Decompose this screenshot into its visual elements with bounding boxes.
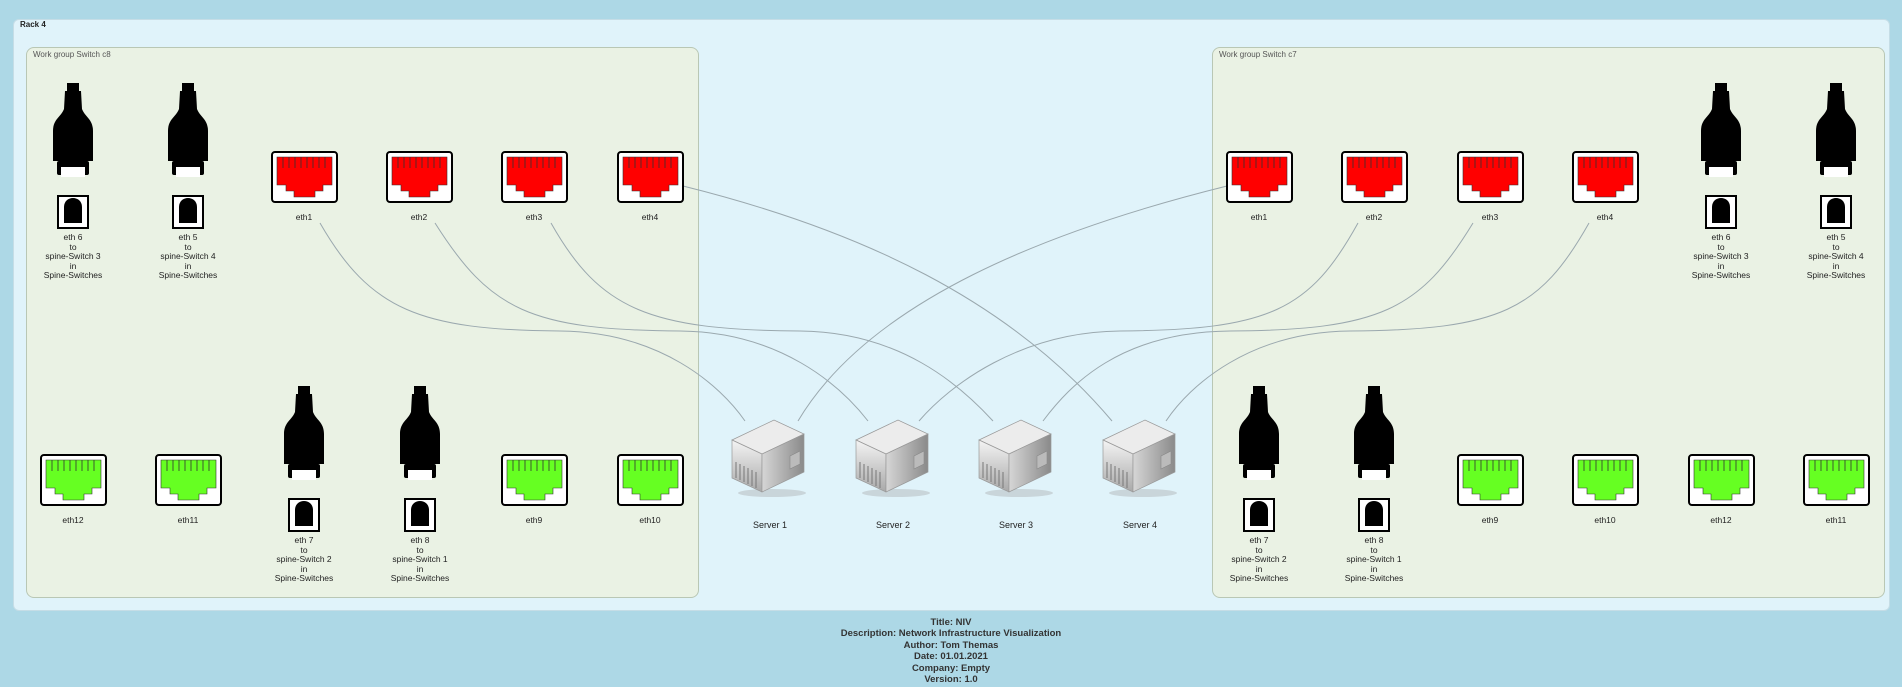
port-eth9-c8[interactable] — [501, 454, 568, 506]
uplink-eth7-c8-label: eth 7 to spine-Switch 2 in Spine-Switche… — [274, 535, 334, 583]
port-eth4-c8[interactable] — [617, 151, 684, 203]
port-eth1-c7-label: eth1 — [1250, 212, 1268, 222]
uplink-eth6-c7-label: eth 6 to spine-Switch 3 in Spine-Switche… — [1691, 232, 1751, 280]
port-eth3-c7-label: eth3 — [1481, 212, 1499, 222]
server-2-label: Server 2 — [875, 520, 910, 530]
port-eth10-c7-label: eth10 — [1594, 515, 1616, 525]
port-eth3-c7[interactable] — [1457, 151, 1524, 203]
port-eth2-c8[interactable] — [386, 151, 453, 203]
port-eth3-c8[interactable] — [501, 151, 568, 203]
uplink-eth5-c7[interactable] — [1812, 83, 1860, 229]
uplink-eth5-c8-label: eth 5 to spine-Switch 4 in Spine-Switche… — [158, 232, 218, 280]
uplink-eth8-c7[interactable] — [1350, 386, 1398, 532]
footer-title: Title: NIV — [930, 617, 972, 628]
footer-date: Date: 01.01.2021 — [914, 651, 988, 663]
uplink-eth5-c8[interactable] — [164, 83, 212, 229]
server-3-label: Server 3 — [998, 520, 1033, 530]
uplink-eth6-c8-label: eth 6 to spine-Switch 3 in Spine-Switche… — [43, 232, 103, 280]
cable-c7-eth3-server3 — [1042, 222, 1474, 422]
footer-company: Company: Empty — [911, 662, 991, 674]
server-4[interactable] — [1101, 418, 1179, 498]
port-eth2-c7[interactable] — [1341, 151, 1408, 203]
port-eth1-c8[interactable] — [271, 151, 338, 203]
port-eth11-c7[interactable] — [1803, 454, 1870, 506]
port-eth12-c7-label: eth12 — [1710, 515, 1732, 525]
footer-author: Author: Tom Themas — [903, 639, 999, 651]
cable-c7-eth4-server4 — [1165, 222, 1590, 422]
uplink-eth8-c8-label: eth 8 to spine-Switch 1 in Spine-Switche… — [390, 535, 450, 583]
uplink-eth6-c7[interactable] — [1697, 83, 1745, 229]
port-eth2-c7-label: eth2 — [1365, 212, 1383, 222]
server-3[interactable] — [977, 418, 1055, 498]
port-eth3-c8-label: eth3 — [525, 212, 543, 222]
workgroup-label-c8: Work group Switch c8 — [33, 50, 111, 59]
cable-c7-eth2-server2 — [918, 222, 1359, 422]
footer-version: Version: 1.0 — [924, 674, 978, 686]
diagram-info: Title: NIV Description: Network Infrastr… — [0, 617, 1902, 685]
port-eth11-c8[interactable] — [155, 454, 222, 506]
port-eth4-c7[interactable] — [1572, 151, 1639, 203]
port-eth10-c7[interactable] — [1572, 454, 1639, 506]
port-eth2-c8-label: eth2 — [410, 212, 428, 222]
workgroup-label-c7: Work group Switch c7 — [1219, 50, 1297, 59]
port-eth10-c8[interactable] — [617, 454, 684, 506]
port-eth9-c7-label: eth9 — [1481, 515, 1499, 525]
port-eth1-c8-label: eth1 — [295, 212, 313, 222]
port-eth9-c7[interactable] — [1457, 454, 1524, 506]
port-eth12-c7[interactable] — [1688, 454, 1755, 506]
cable-c8-eth1-server1 — [319, 222, 746, 422]
server-1-label: Server 1 — [752, 520, 787, 530]
uplink-eth7-c8[interactable] — [280, 386, 328, 532]
workgroup-switch-c7: Work group Switch c7 — [1212, 47, 1885, 598]
port-eth12-c8-label: eth12 — [62, 515, 84, 525]
port-eth11-c7-label: eth11 — [1825, 515, 1847, 525]
uplink-eth8-c8[interactable] — [396, 386, 444, 532]
uplink-eth7-c7-label: eth 7 to spine-Switch 2 in Spine-Switche… — [1229, 535, 1289, 583]
cable-c8-eth3-server3 — [550, 222, 994, 422]
uplink-eth6-c8[interactable] — [49, 83, 97, 229]
port-eth11-c8-label: eth11 — [177, 515, 199, 525]
port-eth10-c8-label: eth10 — [639, 515, 661, 525]
cable-c7-eth1-server1 — [797, 185, 1228, 422]
uplink-eth5-c7-label: eth 5 to spine-Switch 4 in Spine-Switche… — [1806, 232, 1866, 280]
server-1[interactable] — [730, 418, 808, 498]
port-eth12-c8[interactable] — [40, 454, 107, 506]
uplink-eth8-c7-label: eth 8 to spine-Switch 1 in Spine-Switche… — [1344, 535, 1404, 583]
port-eth4-c8-label: eth4 — [641, 212, 659, 222]
workgroup-switch-c8: Work group Switch c8 — [26, 47, 699, 598]
port-eth9-c8-label: eth9 — [525, 515, 543, 525]
server-4-label: Server 4 — [1122, 520, 1157, 530]
cable-c8-eth4-server4 — [682, 185, 1113, 422]
port-eth4-c7-label: eth4 — [1596, 212, 1614, 222]
port-eth1-c7[interactable] — [1226, 151, 1293, 203]
footer-description: Description: Network Infrastructure Visu… — [840, 628, 1062, 640]
uplink-eth7-c7[interactable] — [1235, 386, 1283, 532]
cable-c8-eth2-server2 — [434, 222, 869, 422]
rack-label: Rack 4 — [20, 20, 46, 29]
server-2[interactable] — [854, 418, 932, 498]
